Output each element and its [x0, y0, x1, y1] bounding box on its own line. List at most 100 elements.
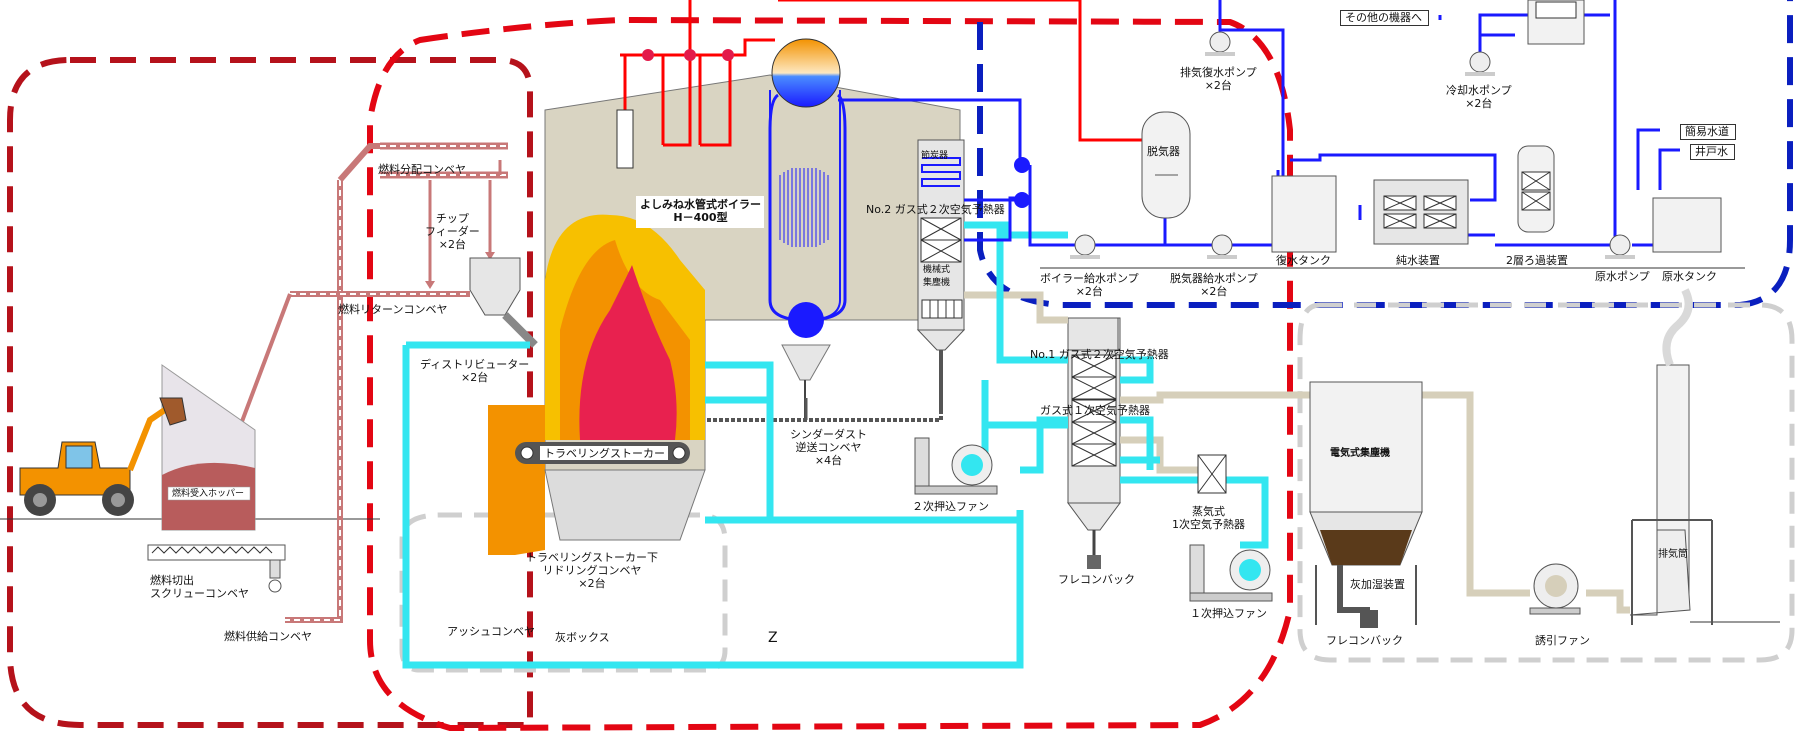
raw-water-tank — [1652, 197, 1722, 253]
cooling-water-pump-icon — [1465, 51, 1495, 76]
deaerator-feed-pump-icon — [1207, 234, 1237, 259]
screw-teeth — [151, 546, 273, 554]
secondary-fan — [914, 437, 998, 495]
deaerator-feed-pump-label: 脱気器給水ポンプ ×2台 — [1170, 272, 1258, 298]
flexible-container-1-label: フレコンバック — [1058, 573, 1135, 586]
esp-body — [1309, 381, 1423, 513]
cinder-conveyor-line — [706, 410, 943, 422]
steam-air-preheater — [1197, 454, 1227, 494]
boiler-zone — [367, 16, 1293, 732]
steam-valve-2 — [684, 49, 696, 61]
cooling-water-pump-label: 冷却水ポンプ ×2台 — [1446, 84, 1512, 110]
flexible-container-2 — [1360, 610, 1378, 628]
furnace-flame-inner — [579, 265, 677, 440]
no1-air-heater-cells — [1071, 354, 1117, 467]
conveyor-arrows-2 — [485, 252, 495, 260]
stack-elbow — [1629, 529, 1691, 616]
exhaust-condensate-pump-icon — [1205, 31, 1235, 56]
z-mark: Z — [768, 630, 778, 646]
fuel-distribution-conveyor-label: 燃料分配コンベヤ — [378, 163, 466, 176]
no2-heater-label: No.2 ガス式２次空気予熱器 — [866, 203, 1005, 216]
steam-header — [616, 109, 634, 169]
no1-heater-label: No.1 ガス式２次空気予熱器 — [1030, 348, 1169, 361]
flue-ducts — [964, 291, 1630, 614]
pure-water-unit — [1373, 179, 1469, 245]
primary-gas-heater-label: ガス式１次空気予熱器 — [1040, 404, 1150, 417]
raw-water-tank-label: 原水タンク — [1662, 270, 1717, 283]
flue-zone — [1297, 302, 1795, 663]
esp-dust — [1320, 530, 1412, 565]
water-node-1 — [1014, 157, 1030, 173]
chip-feeder — [469, 257, 521, 316]
stoker-roller-right — [672, 446, 686, 460]
hopper-label-bg — [167, 486, 251, 501]
water-zone — [977, 0, 1793, 308]
cinder-conveyor-label: シンダーダスト 逆送コンベヤ ×4台 — [790, 428, 867, 467]
boiler-feed-pump-icon — [1070, 234, 1100, 259]
deaerator-label: 脱気器 — [1147, 145, 1180, 158]
ash-conveyor-label: アッシュコンベヤ — [447, 625, 535, 638]
steam-valve-1 — [642, 49, 654, 61]
stack-label: 排気筒 — [1658, 549, 1688, 560]
fuel-screw-conveyor-label: 燃料切出 スクリューコンベヤ — [150, 574, 249, 600]
primary-fan-label: １次押込ファン — [1190, 607, 1267, 620]
flexible-container-2-label: フレコンバック — [1326, 634, 1403, 647]
steam-air-heater-label: 蒸気式 1次空気予熱器 — [1172, 505, 1245, 531]
stoker-drag-conveyor-label: トラベリングストーカー下 リドリングコンベヤ ×2台 — [526, 551, 658, 590]
boiler-feed-pump-label: ボイラー給水ポンプ ×2台 — [1040, 272, 1139, 298]
fuel-hopper-label: 燃料受入ホッパー — [172, 489, 245, 499]
esp-label: 電気式集塵機 — [1330, 448, 1390, 459]
collector-cyclones — [921, 299, 963, 319]
no1-cone — [1067, 502, 1121, 531]
raw-water-pump-label: 原水ポンプ — [1595, 270, 1650, 283]
no1-top-box — [1067, 317, 1119, 351]
secondary-fan-label: ２次押込ファン — [912, 500, 989, 513]
boiler-tube-bank — [779, 168, 829, 247]
mechanical-collector-label: 機械式 集塵機 — [923, 265, 951, 288]
screw-conveyor — [147, 544, 286, 561]
other-equipment-tag: その他の機器へ — [1340, 10, 1429, 26]
stack-smoke — [1662, 288, 1693, 367]
induced-fan — [1529, 563, 1581, 615]
stoker-roller-left — [520, 446, 534, 460]
fuel-supply-conveyor-label: 燃料供給コンベヤ — [224, 630, 312, 643]
screw-feeder-icon — [268, 559, 282, 593]
water-node-2 — [1014, 192, 1030, 208]
raw-water-pump-icon — [1605, 234, 1635, 259]
air-ducts — [402, 221, 1269, 669]
induced-fan-label: 誘引ファン — [1535, 634, 1590, 647]
no2-air-heater-cells — [920, 217, 962, 263]
steam-valve-3 — [722, 49, 734, 61]
economizer-cone — [916, 329, 966, 351]
fuel-yard-zone — [7, 57, 533, 728]
pure-water-cells — [1383, 195, 1457, 229]
fuel-return-conveyor-label: 燃料リターンコンベヤ — [338, 303, 448, 316]
exhaust-condensate-pump-label: 排気復水ポンプ ×2台 — [1180, 66, 1257, 92]
condensate-tank — [1271, 175, 1337, 253]
traveling-stoker-label: トラベリングストーカー — [544, 447, 665, 460]
economizer-label: 節炭器 — [921, 151, 949, 161]
steam-drum — [771, 38, 841, 108]
ash-hopper — [544, 469, 706, 541]
conveyor-arrows — [425, 281, 435, 289]
deaerator — [1141, 111, 1191, 219]
mud-drum — [788, 302, 824, 338]
chip-feeder-label: チップ フィーダー ×2台 — [425, 212, 480, 251]
primary-fan — [1189, 544, 1273, 602]
distributor-label: ディストリビューター ×2台 — [420, 358, 530, 384]
cinder-hopper — [781, 344, 831, 381]
wheel-loader-icon — [19, 397, 187, 516]
pure-water-label: 純水装置 — [1396, 254, 1440, 267]
traveling-stoker-label-bg — [540, 446, 668, 460]
simple-water-tag: 簡易水道 — [1680, 124, 1736, 140]
boiler-front-wall — [488, 405, 545, 555]
double-filter-cells — [1521, 171, 1551, 211]
ash-humidifier-label: 灰加湿装置 — [1350, 578, 1405, 591]
distributor-chute — [502, 312, 538, 348]
steam-pipes — [620, 0, 1160, 147]
ash-box-label: 灰ボックス — [555, 631, 610, 644]
flexible-container-1 — [1087, 555, 1101, 569]
double-filter-label: 2層ろ過装置 — [1506, 254, 1568, 267]
cooling-unit-cell — [1535, 1, 1577, 19]
